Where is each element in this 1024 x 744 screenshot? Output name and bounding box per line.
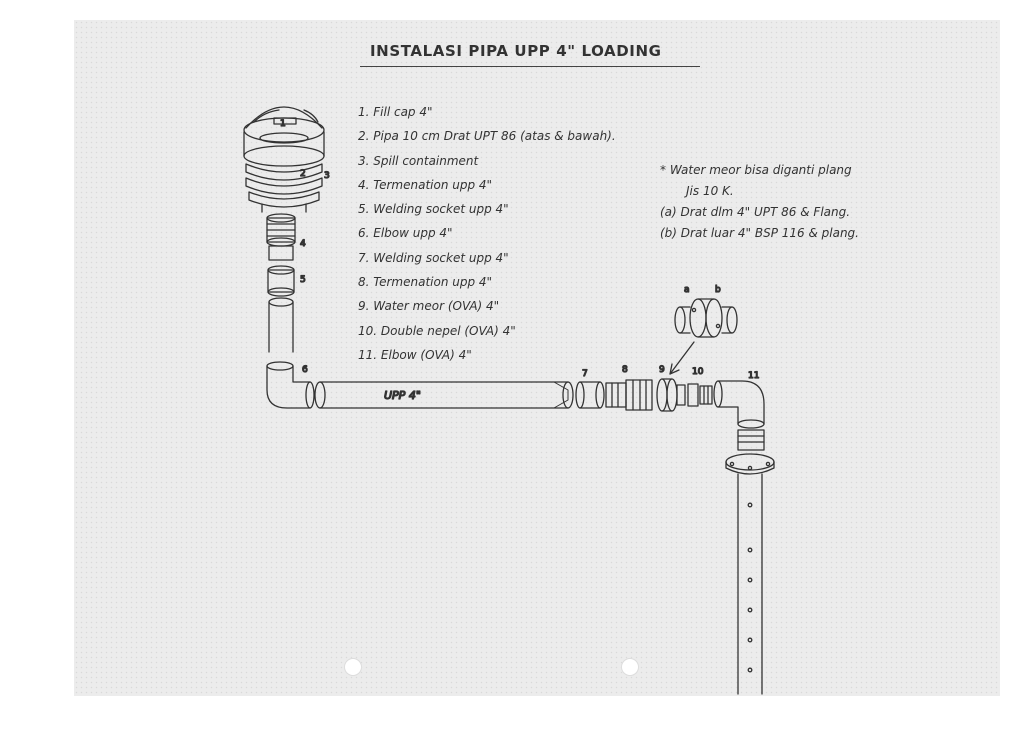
callout-8: 8 [622,365,628,375]
legend-item: 4. Termenation upp 4" [358,177,493,192]
termination-icon [266,213,296,261]
riser-pipe-icon [737,473,763,695]
callout-11: 11 [748,371,759,381]
horizontal-pipe-icon [314,381,574,409]
callout-2: 2 [300,169,306,179]
legend-item: 3. Spill containment [358,153,479,168]
callout-9: 9 [659,365,665,375]
paper-sheet: INSTALASI PIPA UPP 4" LOADING 1. Fill ca… [74,20,1000,696]
legend-item: 6. Elbow upp 4" [358,226,453,241]
callout-7: 7 [582,369,588,379]
spill-containment-icon [243,131,325,213]
callout-b: b [715,285,721,295]
pipe-diagram: 1 2 3 4 5 6 7 8 9 10 11 a b UPP 4" [243,106,775,695]
note-line: (a) Drat dlm 4" UPT 86 & Flang. [660,205,851,219]
pipe-label: UPP 4" [384,389,421,402]
legend-item: 1. Fill cap 4" [358,105,433,119]
callout-6: 6 [302,365,308,375]
water-meter-icon [656,378,686,412]
page-title: INSTALASI PIPA UPP 4" LOADING [370,42,662,60]
double-nipple-icon [687,383,713,407]
legend-item: 10. Double nepel (OVA) 4" [358,323,516,338]
note-line: (b) Drat luar 4" BSP 116 & plang. [660,226,859,240]
callout-10: 10 [692,367,704,377]
welding-socket-icon [267,265,295,297]
legend-item: 9. Water meor (OVA) 4" [358,299,500,314]
punch-hole [344,658,362,676]
parts-legend: 1. Fill cap 4" 2. Pipa 10 cm Drat UPT 86… [358,100,616,367]
note-line: Jis 10 K. [686,184,734,198]
flange-union-icon [674,298,738,338]
flange-icon [725,429,775,475]
callout-5: 5 [300,275,306,285]
callout-4: 4 [300,239,306,249]
callout-3: 3 [324,171,330,181]
termination-icon [605,379,653,411]
arrow-icon [669,341,695,375]
title-underline [360,66,700,67]
legend-item: 8. Termenation upp 4" [358,275,493,290]
legend-item: 11. Elbow (OVA) 4" [358,347,472,362]
callout-1: 1 [280,119,286,129]
fill-cap-icon [243,106,325,144]
punch-hole [621,658,639,676]
legend-item: 5. Welding socket upp 4" [358,202,509,217]
elbow-icon [266,361,315,409]
pipe-icon [268,297,294,353]
legend-item: 2. Pipa 10 cm Drat UPT 86 (atas & bawah)… [358,129,616,144]
callout-a: a [684,285,690,295]
flange-note: * Water meor bisa diganti plang Jis 10 K… [660,160,960,244]
elbow-icon [713,380,765,429]
legend-item: 7. Welding socket upp 4" [358,250,509,265]
welding-socket-icon [575,381,605,409]
note-line: * Water meor bisa diganti plang [660,163,852,177]
